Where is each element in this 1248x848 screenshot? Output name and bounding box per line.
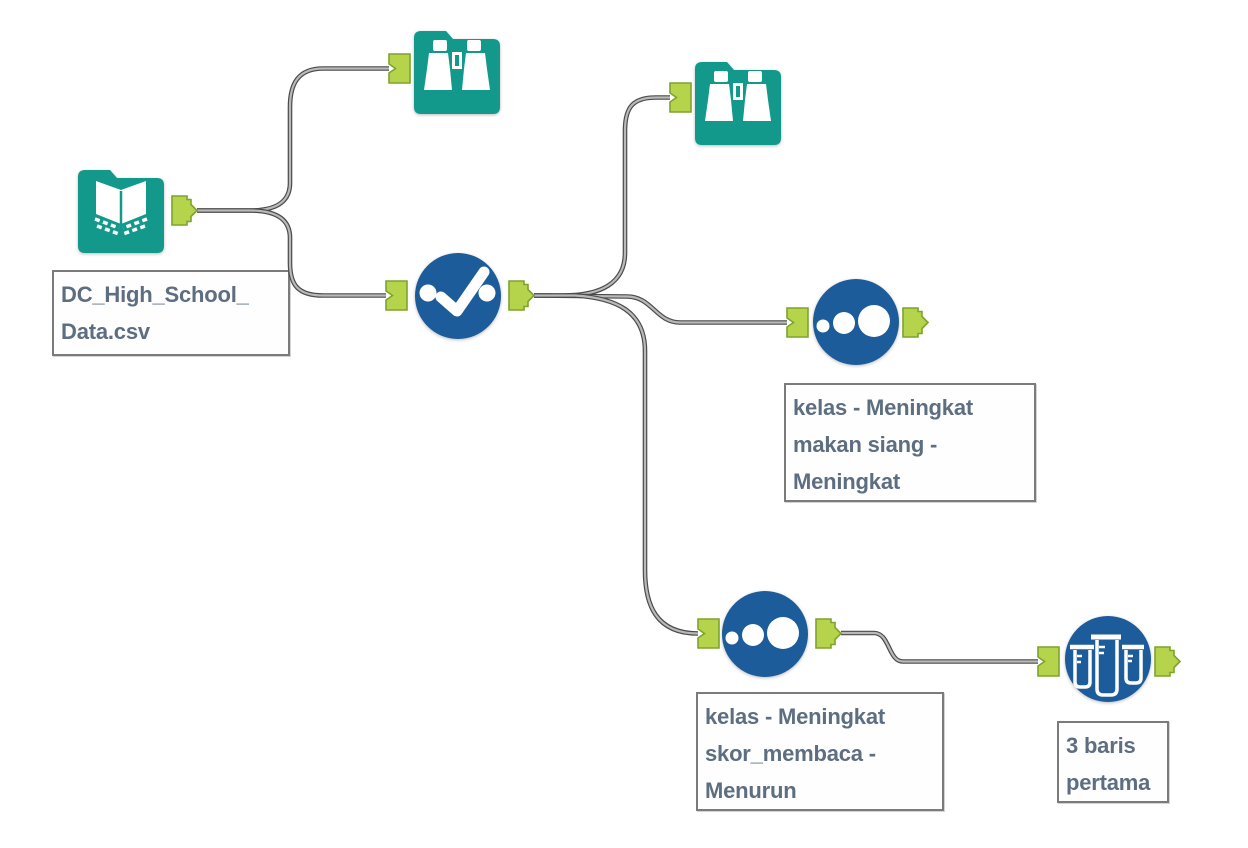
sample-tool[interactable] (1064, 615, 1152, 703)
connection-select-to-browse-mid[interactable] (534, 95, 670, 298)
browse-tool-top[interactable] (412, 26, 502, 116)
input-anchor[interactable] (388, 53, 411, 84)
input-anchor[interactable] (669, 82, 692, 113)
sort-tool-reading[interactable] (721, 590, 809, 678)
output-anchor[interactable] (902, 307, 930, 338)
annotation-sort-reading[interactable]: kelas - Meningkat skor_membaca - Menurun (696, 692, 944, 811)
output-anchor[interactable] (1154, 646, 1182, 677)
connection-select-to-sort-reading[interactable] (534, 293, 699, 636)
output-anchor[interactable] (171, 195, 199, 226)
sort-tool-lunch[interactable] (812, 278, 900, 366)
output-anchor[interactable] (508, 280, 536, 311)
binoculars-icon (414, 31, 500, 114)
input-anchor[interactable] (1037, 646, 1060, 677)
connection-input-to-select[interactable] (197, 208, 386, 298)
annotation-sample[interactable]: 3 baris pertama (1057, 721, 1169, 803)
annotation-input-file[interactable]: DC_High_School_ Data.csv (52, 270, 290, 356)
test-tubes-icon (1065, 616, 1151, 702)
input-anchor[interactable] (385, 280, 408, 311)
annotation-line: 3 baris (1066, 733, 1136, 758)
output-anchor[interactable] (815, 618, 843, 649)
connection-sort-reading-to-sample[interactable] (841, 630, 1038, 664)
annotation-line: pertama (1066, 770, 1151, 795)
binoculars-icon (695, 62, 781, 145)
annotation-line: Meningkat (793, 469, 900, 494)
annotation-sort-lunch[interactable]: kelas - Meningkat makan siang - Meningka… (784, 383, 1036, 502)
annotation-line: kelas - Meningkat (705, 704, 885, 729)
annotation-line: Menurun (705, 778, 797, 803)
annotation-line: Data.csv (61, 319, 150, 344)
connection-select-to-sort-lunch[interactable] (533, 293, 787, 325)
dots-ascending-icon (813, 279, 899, 365)
connection-input-to-browse-top[interactable] (197, 66, 389, 213)
annotation-line: kelas - Meningkat (793, 395, 973, 420)
input-data-tool[interactable] (76, 165, 166, 255)
dots-ascending-icon (722, 591, 808, 677)
select-tool[interactable] (414, 252, 502, 340)
annotation-line: makan siang - (793, 432, 938, 457)
annotation-line: DC_High_School_ (61, 282, 249, 307)
input-anchor[interactable] (786, 307, 809, 338)
open-book-icon (78, 170, 164, 253)
input-anchor[interactable] (697, 618, 720, 649)
browse-tool-mid[interactable] (693, 57, 783, 147)
checkmark-dots-icon (415, 253, 501, 339)
annotation-line: skor_membaca - (705, 741, 876, 766)
